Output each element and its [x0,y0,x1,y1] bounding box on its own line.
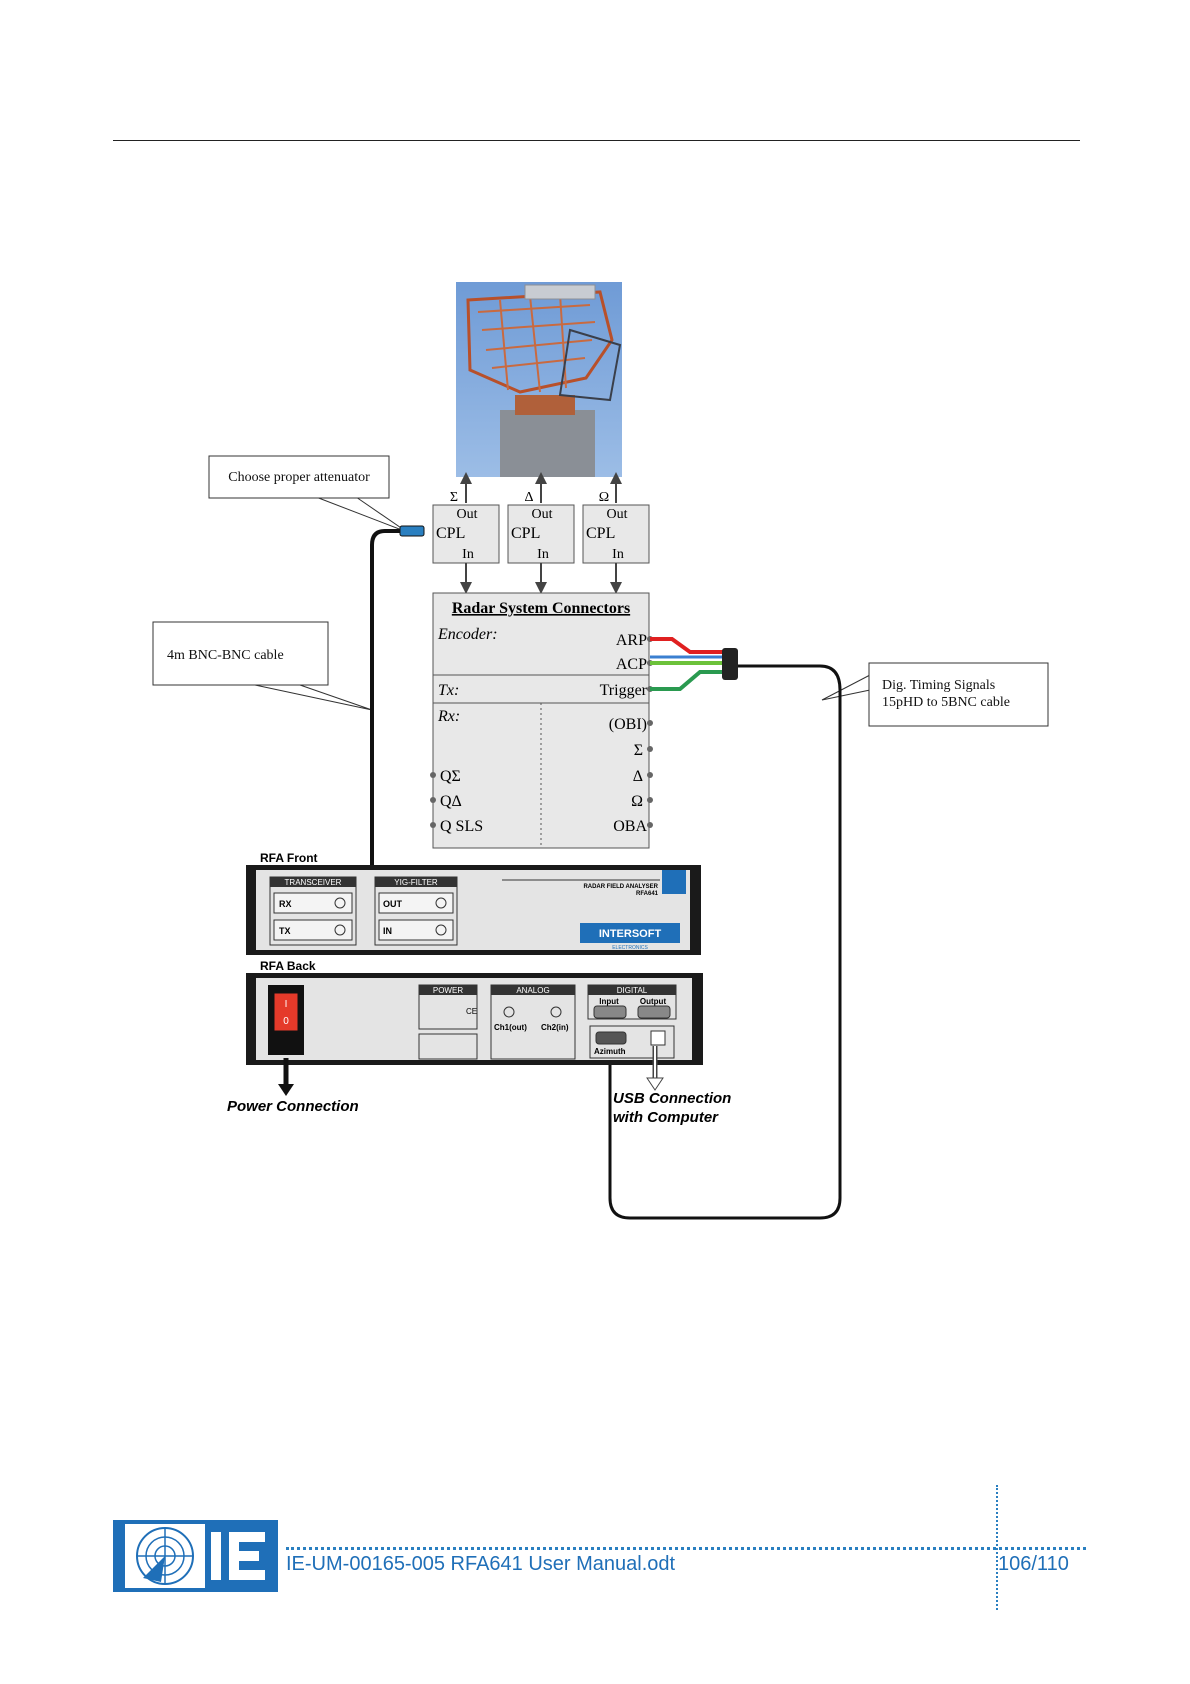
tx-port-label: TX [279,926,291,936]
callout-timing: Dig. Timing Signals 15pHD to 5BNC cable [821,662,1049,727]
radar-connectors-box: Radar System Connectors Encoder: ARP ACP… [430,592,653,849]
rfa-front-label: RFA Front [260,851,318,865]
obi-label: (OBI) [609,716,647,733]
qsls-label: Q SLS [440,818,483,835]
switch-on-label: I [285,999,288,1010]
coupler-omega: Ω Out CPL In [582,472,650,594]
qdelta-label: QΔ [440,793,462,810]
header-rule [113,140,1080,141]
rx-label: Rx: [437,708,460,725]
footer-document-name: IE-UM-00165-005 RFA641 User Manual.odt [286,1553,676,1575]
oba-label: OBA [613,818,647,835]
yig-out-label: OUT [383,899,403,909]
rfa-front-panel: RFA Front TRANSCEIVER RX TX YIG-FILTER O… [246,851,701,955]
arp-label: ARP [616,632,647,649]
yig-filter-label: YIG-FILTER [394,878,438,887]
ie-logo [113,1520,278,1592]
usb-connection-line1: USB Connection [613,1090,731,1107]
ce-mark: CE [466,1007,477,1016]
switch-off-label: 0 [283,1016,289,1027]
tx-label: Tx: [438,682,459,699]
rfa-back-label: RFA Back [260,959,316,973]
radar-antenna-photo [456,282,622,477]
acp-label: ACP [616,656,647,673]
timing-wires [608,637,842,1220]
omega-label: Ω [631,793,643,810]
coupler-omega-in: In [612,547,624,562]
coupler-sigma-out: Out [457,507,478,522]
footer-dotted-divider [996,1485,998,1610]
coupler-sigma-cpl: CPL [436,525,465,542]
digital-label: DIGITAL [617,986,648,995]
transceiver-label: TRANSCEIVER [285,878,342,887]
callout-timing-line1: Dig. Timing Signals [882,678,995,693]
rfa-back-panel: RFA Back I 0 POWER CE ANALOG Ch1(out) Ch… [246,959,703,1065]
coupler-omega-out: Out [607,507,628,522]
input-label: Input [599,997,619,1006]
encoder-label: Encoder: [437,626,498,643]
analyser-label: RADAR FIELD ANALYSER [583,884,658,890]
power-arrow [278,1058,294,1096]
output-label: Output [640,997,667,1006]
coupler-omega-symbol: Ω [599,490,609,505]
coupler-delta: Δ Out CPL In [507,472,575,594]
qsigma-label: QΣ [440,768,461,785]
coupler-delta-cpl: CPL [511,525,540,542]
callout-attenuator-text: Choose proper attenuator [228,470,370,485]
power-connection-label: Power Connection [227,1098,359,1115]
coupler-omega-cpl: CPL [586,525,615,542]
coupler-delta-out: Out [532,507,553,522]
callout-cable: 4m BNC-BNC cable [152,621,373,711]
footer-page-number: 106/110 [998,1553,1069,1575]
yig-in-label: IN [383,926,392,936]
coupler-sigma-in: In [462,547,474,562]
intersoft-brand-sub: ELECTRONICS [612,945,648,951]
sigma-label: Σ [634,742,643,759]
power-label: POWER [433,986,463,995]
trigger-label: Trigger [600,682,648,699]
coupler-sigma-symbol: Σ [450,490,458,505]
footer-dotted-rule [286,1547,1086,1550]
ch2-label: Ch2(in) [541,1023,569,1032]
model-label: RFA641 [636,891,659,897]
callout-timing-line2: 15pHD to 5BNC cable [882,695,1010,710]
coupler-delta-symbol: Δ [524,490,533,505]
usb-arrow [646,1046,664,1091]
callout-cable-text: 4m BNC-BNC cable [167,648,284,663]
delta-label: Δ [633,768,643,785]
callout-attenuator: Choose proper attenuator [208,455,408,533]
analog-label: ANALOG [516,986,549,995]
azimuth-label: Azimuth [594,1047,626,1056]
usb-connection-line2: with Computer [613,1109,719,1126]
coupler-sigma: Σ Out CPL In [432,472,500,594]
connectors-title: Radar System Connectors [452,600,630,617]
rx-port-label: RX [279,899,292,909]
coupler-delta-in: In [537,547,549,562]
intersoft-brand: INTERSOFT [599,928,662,940]
ch1-label: Ch1(out) [494,1023,527,1032]
